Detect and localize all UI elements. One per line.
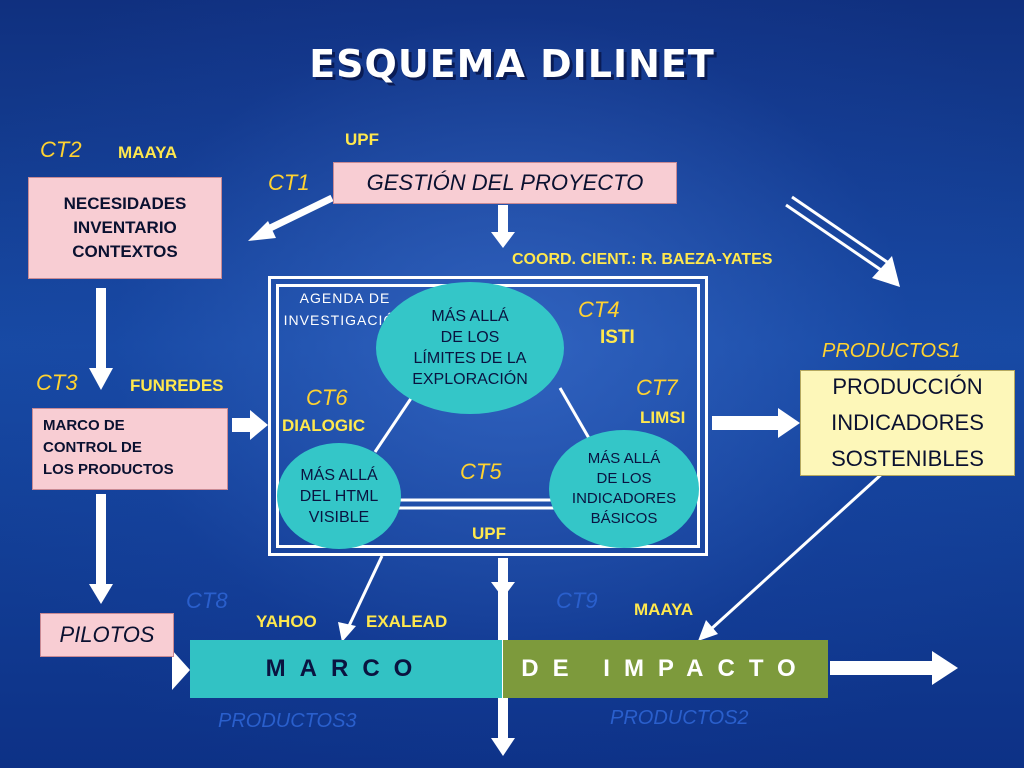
ct9-label: CT9 <box>556 588 598 613</box>
agenda-label: AGENDA DE INVESTIGACIÓN <box>280 287 410 331</box>
html-line-3: VISIBLE <box>308 508 370 526</box>
necesidades-line-3: CONTEXTOS <box>72 242 178 261</box>
produccion-box: PRODUCCIÓN INDICADORES SOSTENIBLES <box>800 370 1015 476</box>
pilotos-box: PILOTOS <box>40 613 174 657</box>
limites-line-2: DE LOS <box>440 329 500 346</box>
dialogic-label: DIALOGIC <box>282 416 366 435</box>
limites-line-1: MÁS ALLÁ <box>431 308 509 325</box>
necesidades-line-2: INVENTARIO <box>73 218 177 237</box>
limites-line-4: EXPLORACIÓN <box>412 371 528 388</box>
limsi-label: LIMSI <box>640 408 686 427</box>
ct1-label: CT1 <box>268 170 310 195</box>
arrow-gestion-down <box>491 205 515 248</box>
arrow-pilotos-to-bar <box>172 650 190 690</box>
yahoo-label: YAHOO <box>256 612 317 631</box>
produccion-line-1: PRODUCCIÓN <box>832 374 983 399</box>
marco-control-line-1: MARCO DE <box>43 417 125 434</box>
impacto-bar: DE IMPACTO <box>503 640 828 698</box>
marco-bar: MARCO <box>190 640 502 698</box>
marco-control-line-3: LOS PRODUCTOS <box>43 461 174 478</box>
arrow-produccion-to-bar <box>698 470 886 641</box>
exalead-label: EXALEAD <box>366 612 448 631</box>
limites-line-3: LÍMITES DE LA <box>413 350 527 367</box>
ct6-label: CT6 <box>306 385 348 410</box>
indicadores-line-2: DE LOS <box>596 470 652 487</box>
ellipse-connector-lines <box>373 384 592 510</box>
arrow-gestion-to-necesidades <box>248 194 334 241</box>
arrow-bar-right <box>830 651 958 685</box>
ellipse-html: MÁS ALLÁ DEL HTML VISIBLE <box>277 443 401 549</box>
ct4-label: CT4 <box>578 297 620 322</box>
marco-control-box: MARCO DE CONTROL DE LOS PRODUCTOS <box>32 408 228 490</box>
ct8-label: CT8 <box>186 588 228 613</box>
necesidades-line-1: NECESIDADES <box>63 194 187 213</box>
arrow-necesidades-down <box>89 288 113 390</box>
produccion-line-3: SOSTENIBLES <box>831 446 984 471</box>
productos1-label: PRODUCTOS1 <box>822 340 961 362</box>
agenda-line-1: AGENDA DE <box>299 290 391 306</box>
maaya-bottom-label: MAAYA <box>634 600 694 619</box>
upf-bottom-label: UPF <box>472 524 506 543</box>
research-frame-outer <box>268 276 708 556</box>
ct2-label: CT2 <box>40 137 82 162</box>
isti-label: ISTI <box>600 327 635 348</box>
marco-control-line-2: CONTROL DE <box>43 439 142 456</box>
indicadores-line-1: MÁS ALLÁ <box>587 450 661 467</box>
agenda-line-2: INVESTIGACIÓN <box>283 312 407 328</box>
ellipse-limites: MÁS ALLÁ DE LOS LÍMITES DE LA EXPLORACIÓ… <box>376 282 564 414</box>
gestion-box: GESTIÓN DEL PROYECTO <box>333 162 677 204</box>
produccion-line-2: INDICADORES <box>831 410 984 435</box>
coordinator-label: COORD. CIENT.: R. BAEZA-YATES <box>512 251 773 268</box>
arrow-gestion-to-produccion <box>785 195 900 287</box>
maaya-top-label: MAAYA <box>118 143 178 162</box>
arrow-marco-to-frame <box>232 410 268 440</box>
arrow-marco-down <box>89 494 113 604</box>
productos2-label: PRODUCTOS2 <box>610 707 749 729</box>
arrow-html-to-bar <box>338 555 384 642</box>
productos3-label: PRODUCTOS3 <box>218 710 357 732</box>
html-line-2: DEL HTML <box>299 487 379 505</box>
ct5-label: CT5 <box>460 459 502 484</box>
ct3-label: CT3 <box>36 370 78 395</box>
indicadores-line-3: INDICADORES <box>571 490 677 507</box>
arrow-frame-to-produccion <box>712 408 800 438</box>
html-line-1: MÁS ALLÁ <box>300 466 378 484</box>
ellipse-indicadores: MÁS ALLÁ DE LOS INDICADORES BÁSICOS <box>549 430 699 548</box>
indicadores-line-4: BÁSICOS <box>590 510 658 527</box>
necesidades-box: NECESIDADES INVENTARIO CONTEXTOS <box>28 177 222 279</box>
upf-top-label: UPF <box>345 130 379 149</box>
ct7-label: CT7 <box>636 375 678 400</box>
funredes-label: FUNREDES <box>130 376 224 395</box>
page-title: ESQUEMA DILINET <box>309 42 715 86</box>
